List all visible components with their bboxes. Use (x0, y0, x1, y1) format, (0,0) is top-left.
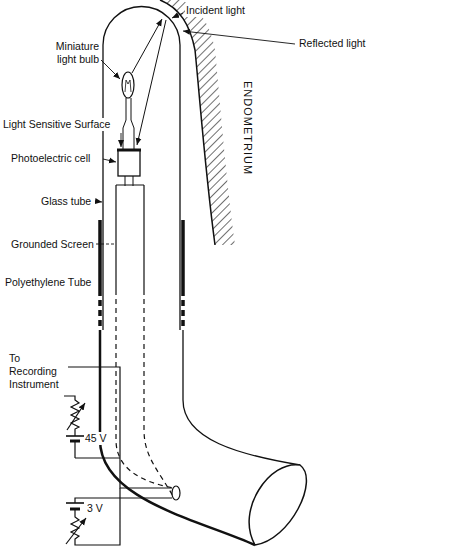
tissue-label: ENDOMETRIUM (241, 80, 254, 176)
resistor-symbol (64, 396, 79, 458)
tube-wall (100, 330, 255, 545)
variable-arrow (67, 403, 85, 430)
variable-arrow (66, 518, 86, 544)
leader-line (183, 31, 295, 44)
leader-line (95, 201, 102, 202)
endometrium-surface (160, 0, 215, 245)
bulb-wires (123, 98, 134, 150)
battery-symbol (70, 508, 80, 511)
sensitive-surface (117, 149, 141, 152)
battery-symbol (66, 502, 84, 504)
grounded-screen (116, 185, 144, 290)
leader-line (103, 159, 116, 162)
endometrium-hatching (160, 0, 235, 245)
voltage-label: 45 V (84, 432, 108, 445)
circuit-label: To Recording Instrument (8, 352, 68, 391)
circuit (64, 367, 172, 545)
wire (75, 457, 120, 458)
cable-end (172, 486, 180, 500)
tube-wall (183, 330, 300, 465)
incident-ray (132, 19, 162, 73)
leader-line (172, 13, 183, 18)
callout-label: Incident light (185, 4, 246, 17)
light-bulb (122, 72, 134, 150)
glass-tube (103, 7, 180, 330)
reflected-ray (137, 20, 166, 145)
leader-line (96, 244, 115, 245)
callout-label: Miniature light bulb (38, 40, 100, 66)
polyethylene-tube (100, 220, 306, 545)
tube-opening (249, 465, 306, 545)
callout-label: Glass tube (40, 195, 92, 208)
photo-cell (118, 150, 140, 176)
callout-label: Photoelectric cell (10, 152, 91, 165)
voltage-label: 3 V (86, 502, 104, 515)
bulb-filament (125, 80, 131, 92)
bulb-glass (122, 72, 134, 98)
battery-symbol (70, 440, 80, 443)
callout-label: Grounded Screen (10, 238, 95, 251)
callout-label: Light Sensitive Surface (2, 118, 111, 131)
battery-symbol (66, 435, 84, 437)
callout-label: Reflected light (298, 37, 367, 50)
screen-hidden (116, 290, 174, 498)
callout-label: Polyethylene Tube (4, 276, 92, 289)
wire (71, 488, 172, 545)
leader-line (121, 133, 122, 147)
tube-break (100, 290, 183, 330)
leaders (95, 13, 295, 244)
wire (64, 367, 172, 488)
leader-line (101, 60, 120, 79)
tube-wall (100, 220, 183, 290)
